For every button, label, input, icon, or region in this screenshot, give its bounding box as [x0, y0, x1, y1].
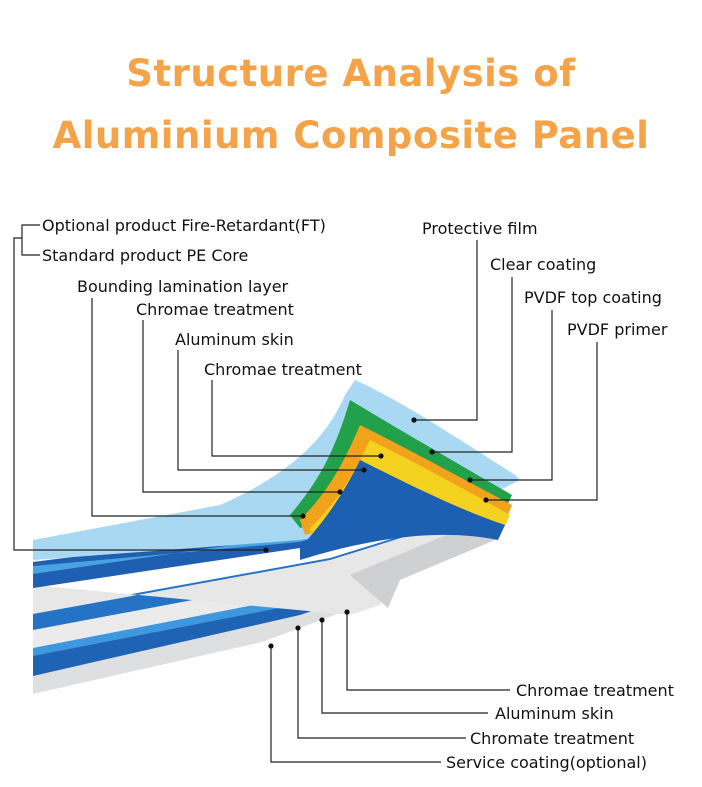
panel-layers — [33, 380, 520, 694]
title-line-1: Structure Analysis of — [126, 52, 576, 95]
label-chromae-treatment-1: Chromae treatment — [136, 300, 294, 319]
dot-b-chromae — [344, 609, 350, 615]
title-line-2: Aluminium Composite Panel — [52, 114, 650, 157]
leader-clear — [432, 277, 513, 453]
leader-lines — [13, 224, 598, 763]
dot-pvdf-top — [467, 477, 473, 483]
label-bounding-lamination: Bounding lamination layer — [77, 277, 289, 296]
dot-chromae-1 — [337, 489, 343, 495]
leader-bracket — [13, 224, 266, 551]
label-bottom-aluminum-skin: Aluminum skin — [495, 704, 614, 723]
dot-clear — [429, 449, 435, 455]
layer-service-coating — [33, 585, 388, 694]
dot-pvdf-primer — [483, 497, 489, 503]
label-standard-pe-core: Standard product PE Core — [42, 246, 248, 265]
label-bottom-chromae: Chromae treatment — [516, 681, 674, 700]
label-bottom-chromate: Chromate treatment — [470, 729, 634, 748]
label-optional-ft: Optional product Fire-Retardant(FT) — [42, 216, 326, 235]
label-aluminum-skin-top: Aluminum skin — [175, 330, 294, 349]
dot-b-chromate — [295, 625, 301, 631]
label-chromae-treatment-2: Chromae treatment — [204, 360, 362, 379]
dot-protective — [411, 417, 417, 423]
label-pvdf-primer: PVDF primer — [567, 320, 668, 339]
leader-protective — [414, 240, 478, 421]
layer-core-shade — [350, 525, 495, 608]
leader-chromae-2 — [211, 380, 381, 457]
dot-chromae-2 — [378, 453, 384, 459]
leader-bounding — [91, 298, 303, 517]
label-protective-film: Protective film — [422, 219, 538, 238]
leader-pvdf-primer — [486, 342, 598, 501]
dot-b-service — [268, 643, 274, 649]
labels: Optional product Fire-Retardant(FT) Stan… — [42, 216, 674, 772]
leader-bracket-lower — [21, 238, 40, 256]
label-pvdf-top-coating: PVDF top coating — [524, 288, 662, 307]
leader-b-chromate — [297, 628, 466, 739]
layer-upper-stripe — [33, 495, 432, 574]
label-bottom-service-coating: Service coating(optional) — [446, 753, 647, 772]
label-clear-coating: Clear coating — [490, 255, 596, 274]
dot-core — [263, 547, 269, 553]
leader-b-chromae — [346, 612, 510, 691]
layer-top-aluminum — [300, 460, 505, 560]
dot-bounding — [300, 513, 306, 519]
leader-b-service — [270, 646, 441, 763]
layer-bottom-chromate — [33, 570, 395, 676]
layer-bottom-stripe — [33, 565, 396, 656]
leader-pvdf-top — [470, 310, 553, 481]
leader-b-aluminum — [321, 620, 488, 714]
dot-b-aluminum — [319, 617, 325, 623]
leader-aluminum-skin — [177, 350, 364, 471]
leader-chromae-1 — [142, 320, 340, 493]
leader-dots — [263, 417, 489, 649]
dot-aluminum-skin — [361, 467, 367, 473]
